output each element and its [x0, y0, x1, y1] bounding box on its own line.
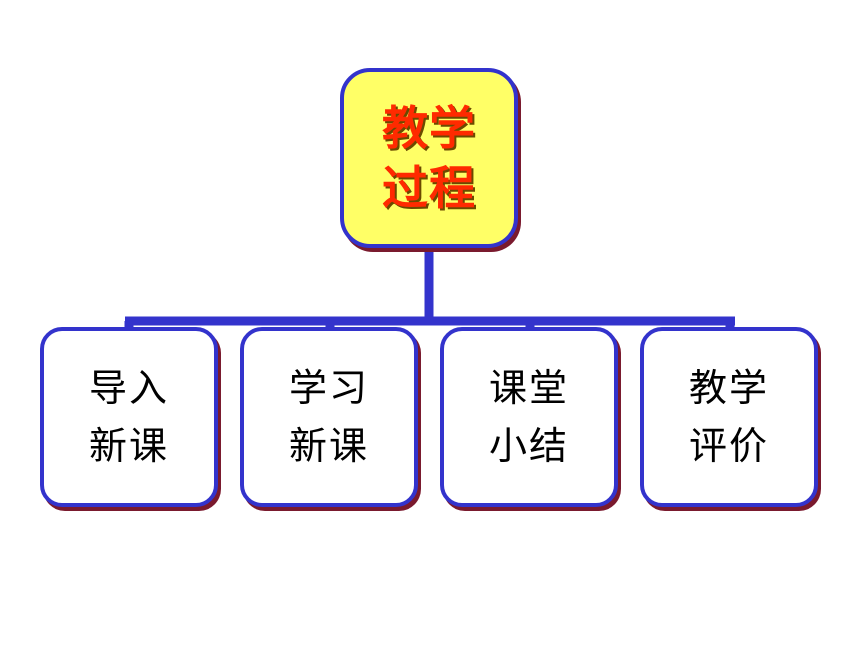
- child-label-2-line1: 学习: [288, 366, 369, 410]
- child-label-4: 教学 评价: [689, 359, 769, 475]
- child-label-3-line1: 课堂: [488, 366, 569, 410]
- child-label-4-line1: 教学: [688, 366, 769, 410]
- root-label-line2: 过程: [382, 161, 476, 215]
- root-label-line1: 教学: [382, 101, 476, 155]
- child-label-1-line2: 新课: [88, 424, 169, 468]
- child-label-3: 课堂 小结: [489, 359, 569, 475]
- child-label-1-line1: 导入: [88, 366, 169, 410]
- child-label-4-line2: 评价: [688, 424, 769, 468]
- child-node-2: 学习 新课: [240, 327, 418, 507]
- child-label-1: 导入 新课: [89, 359, 169, 475]
- child-node-3: 课堂 小结: [440, 327, 618, 507]
- child-label-3-line2: 小结: [488, 424, 569, 468]
- child-node-4: 教学 评价: [640, 327, 818, 507]
- child-label-2-line2: 新课: [288, 424, 369, 468]
- child-label-2: 学习 新课: [289, 359, 369, 475]
- child-node-1: 导入 新课: [40, 327, 218, 507]
- root-node: 教学 过程: [340, 68, 518, 248]
- root-label: 教学 过程: [382, 98, 476, 218]
